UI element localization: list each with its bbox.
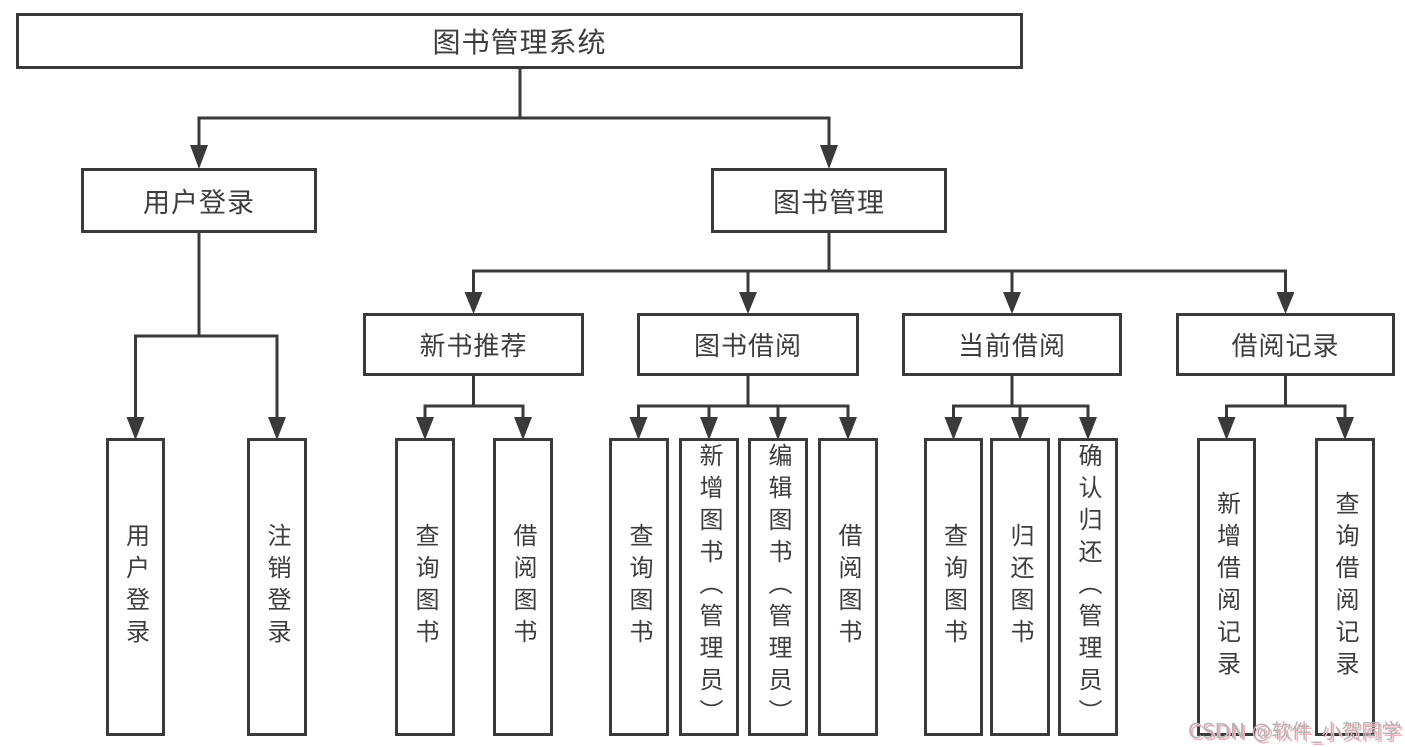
arrowhead-icon [1003, 292, 1021, 314]
node-user-login: 用户登录 [81, 168, 317, 233]
arrowhead-icon [126, 417, 145, 440]
leaf-current-query-books-label: 查询图书 [939, 523, 968, 651]
node-book-management: 图书管理 [711, 168, 947, 233]
leaf-edit-books-admin-label: 编辑图书（管理员） [764, 443, 792, 731]
arrowhead-icon [268, 417, 286, 440]
node-library-system: 图书管理系统 [16, 13, 1023, 69]
node-book-management-label: 图书管理 [773, 188, 885, 219]
leaf-borrow-query-books-label: 查询图书 [625, 523, 653, 651]
edge-bookmgmt-to-level3 [464, 232, 1295, 314]
leaf-borrow-query-books: 查询图书 [609, 438, 669, 736]
node-current-borrow-label: 当前借阅 [957, 332, 1066, 362]
node-book-borrow-label: 图书借阅 [693, 332, 802, 362]
leaf-return-books: 归还图书 [990, 438, 1050, 736]
leaf-logout-label: 注销登录 [263, 523, 291, 651]
node-current-borrow: 当前借阅 [902, 313, 1122, 376]
arrowhead-icon [739, 292, 757, 314]
leaf-add-books-admin-label: 新增图书（管理员） [695, 443, 723, 731]
leaf-return-books-label: 归还图书 [1006, 523, 1034, 651]
edge-root-to-level2 [190, 68, 838, 169]
arrowhead-icon [1336, 417, 1354, 440]
edge-newbook-to-leaves [416, 376, 532, 440]
leaf-query-borrow-record: 查询借阅记录 [1315, 438, 1375, 736]
leaf-user-login-label: 用户登录 [121, 523, 150, 651]
arrowhead-icon [1217, 417, 1236, 440]
node-new-book-recommend: 新书推荐 [363, 313, 584, 376]
arrowhead-icon [820, 145, 838, 169]
arrowhead-icon [629, 417, 648, 440]
arrowhead-icon [1079, 417, 1097, 440]
leaf-add-borrow-record: 新增借阅记录 [1197, 438, 1256, 736]
leaf-recommend-borrow-books-label: 借阅图书 [509, 523, 537, 651]
arrowhead-icon [769, 417, 787, 440]
node-library-system-label: 图书管理系统 [432, 26, 607, 59]
leaf-edit-books-admin: 编辑图书（管理员） [748, 438, 808, 736]
node-new-book-recommend-label: 新书推荐 [419, 332, 528, 362]
leaf-logout: 注销登录 [247, 438, 307, 736]
node-borrow-records-label: 借阅记录 [1231, 332, 1340, 362]
edge-current-to-leaves [944, 376, 1097, 440]
arrowhead-icon [190, 145, 208, 169]
arrowhead-icon [700, 417, 718, 440]
arrowhead-icon [1011, 417, 1029, 440]
leaf-borrow-borrow-books-label: 借阅图书 [834, 523, 862, 651]
leaf-user-login: 用户登录 [106, 438, 165, 736]
leaf-borrow-borrow-books: 借阅图书 [818, 438, 878, 736]
leaf-current-query-books: 查询图书 [924, 438, 983, 736]
edge-records-to-leaves [1217, 376, 1354, 440]
leaf-confirm-return-admin: 确认归还（管理员） [1058, 438, 1118, 736]
edge-userlogin-to-leaves [126, 232, 286, 440]
leaf-confirm-return-admin-label: 确认归还（管理员） [1074, 443, 1102, 731]
edge-bookborrow-to-leaves [629, 376, 857, 440]
arrowhead-icon [1276, 292, 1295, 314]
node-borrow-records: 借阅记录 [1176, 313, 1395, 376]
arrowhead-icon [839, 417, 857, 440]
node-book-borrow: 图书借阅 [637, 313, 859, 376]
leaf-add-borrow-record-label: 新增借阅记录 [1212, 491, 1241, 683]
leaf-query-borrow-record-label: 查询借阅记录 [1331, 491, 1359, 683]
arrowhead-icon [416, 417, 434, 440]
leaf-recommend-query-books: 查询图书 [395, 438, 455, 736]
csdn-watermark: CSDN @软件_小贺同学 [1188, 719, 1402, 743]
leaf-recommend-query-books-label: 查询图书 [411, 523, 439, 651]
leaf-add-books-admin: 新增图书（管理员） [679, 438, 739, 736]
arrowhead-icon [464, 292, 483, 314]
arrowhead-icon [944, 417, 963, 440]
node-user-login-label: 用户登录 [143, 188, 255, 219]
leaf-recommend-borrow-books: 借阅图书 [493, 438, 553, 736]
arrowhead-icon [514, 417, 532, 440]
